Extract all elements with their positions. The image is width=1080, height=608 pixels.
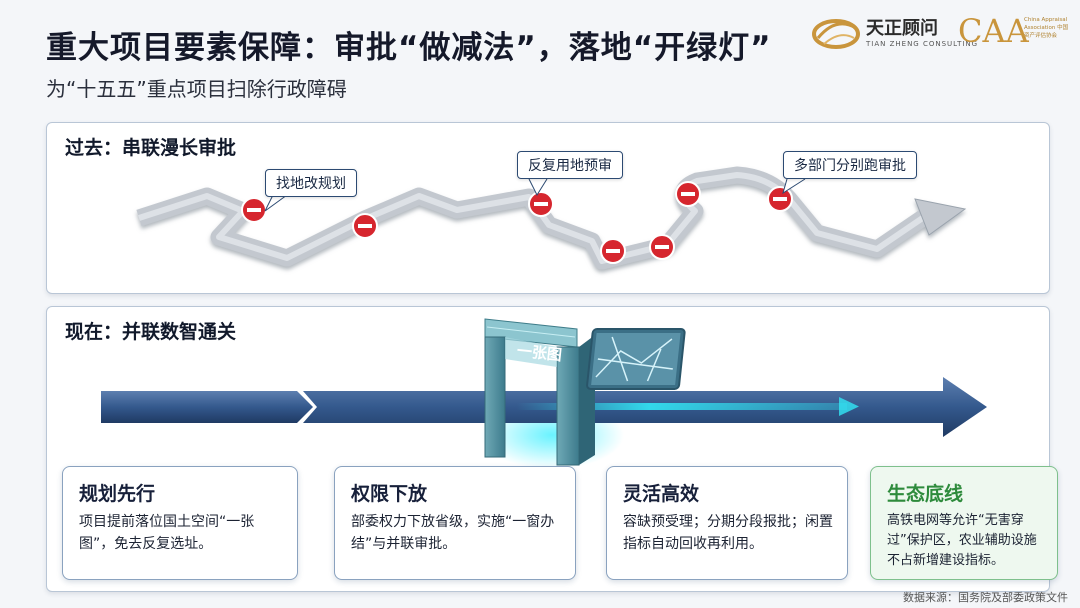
stop-sign-icon: [528, 191, 554, 217]
stop-sign-icon: [767, 186, 793, 212]
tianzheng-logo-text: 天正顾问: [866, 18, 938, 39]
glow-stripe: [517, 403, 847, 410]
bubble-find-land: 找地改规划: [265, 169, 357, 197]
card-planning-first: 规划先行 项目提前落位国土空间“一张图”，免去反复选址。: [62, 466, 298, 580]
bubble-multi-department: 多部门分别跑审批: [783, 151, 917, 179]
road-arrow-head: [914, 198, 967, 236]
one-map-gate: [484, 318, 595, 466]
winding-road-illustration: [136, 166, 967, 270]
stop-sign-icon: [241, 197, 267, 223]
card-title: 灵活高效: [623, 483, 700, 505]
tianzheng-logo-icon: [812, 19, 860, 49]
tianzheng-logo-english: TIAN ZHENG CONSULTING: [866, 40, 979, 48]
page-subtitle: 为“十五五”重点项目扫除行政障碍: [46, 77, 347, 101]
digital-map-screen: [586, 328, 686, 390]
card-body: 高铁电网等允许“无害穿过”保护区，农业辅助设施不占新增建设指标。: [887, 513, 1037, 568]
card-title: 规划先行: [79, 483, 156, 505]
logo-area: 天正顾问 TIAN ZHENG CONSULTING CAA China App…: [810, 10, 1072, 60]
stop-sign-icon: [600, 238, 626, 264]
card-body: 项目提前落位国土空间“一张图”，免去反复选址。: [79, 514, 255, 552]
data-source: 数据来源：国务院及部委政策文件: [903, 591, 1068, 604]
card-body: 部委权力下放省级，实施“一窗办结”与并联审批。: [351, 514, 555, 552]
stop-signs: [241, 181, 793, 264]
stop-sign-icon: [352, 213, 378, 239]
left-arrow: [101, 391, 313, 423]
card-title: 生态底线: [887, 483, 964, 505]
card-flexible-efficient: 灵活高效 容缺预受理；分期分段报批；闲置指标自动回收再利用。: [606, 466, 848, 580]
caa-logo-text: China Appraisal Association 中国资产评估协会: [1024, 17, 1069, 39]
past-panel-title: 过去：串联漫长审批: [65, 137, 237, 159]
fast-track-illustration: [101, 318, 987, 469]
card-body: 容缺预受理；分期分段报批；闲置指标自动回收再利用。: [623, 514, 833, 552]
now-panel-title: 现在：并联数智通关: [65, 321, 237, 343]
card-power-delegation: 权限下放 部委权力下放省级，实施“一窗办结”与并联审批。: [334, 466, 576, 580]
stop-sign-icon: [649, 234, 675, 260]
past-panel: 过去：串联漫长审批 找地改规划 反复用地预审 多部门分别跑审批: [46, 122, 1050, 294]
bubble-land-pre-review: 反复用地预审: [517, 151, 623, 179]
card-ecological-bottom-line: 生态底线 高铁电网等允许“无害穿过”保护区，农业辅助设施不占新增建设指标。: [870, 466, 1058, 580]
stop-sign-icon: [675, 181, 701, 207]
card-title: 权限下放: [351, 483, 428, 505]
caa-logo: CAA: [958, 12, 1029, 50]
page-title: 重大项目要素保障：审批“做减法”，落地“开绿灯”: [46, 30, 772, 66]
bubble-tails: [264, 178, 806, 212]
